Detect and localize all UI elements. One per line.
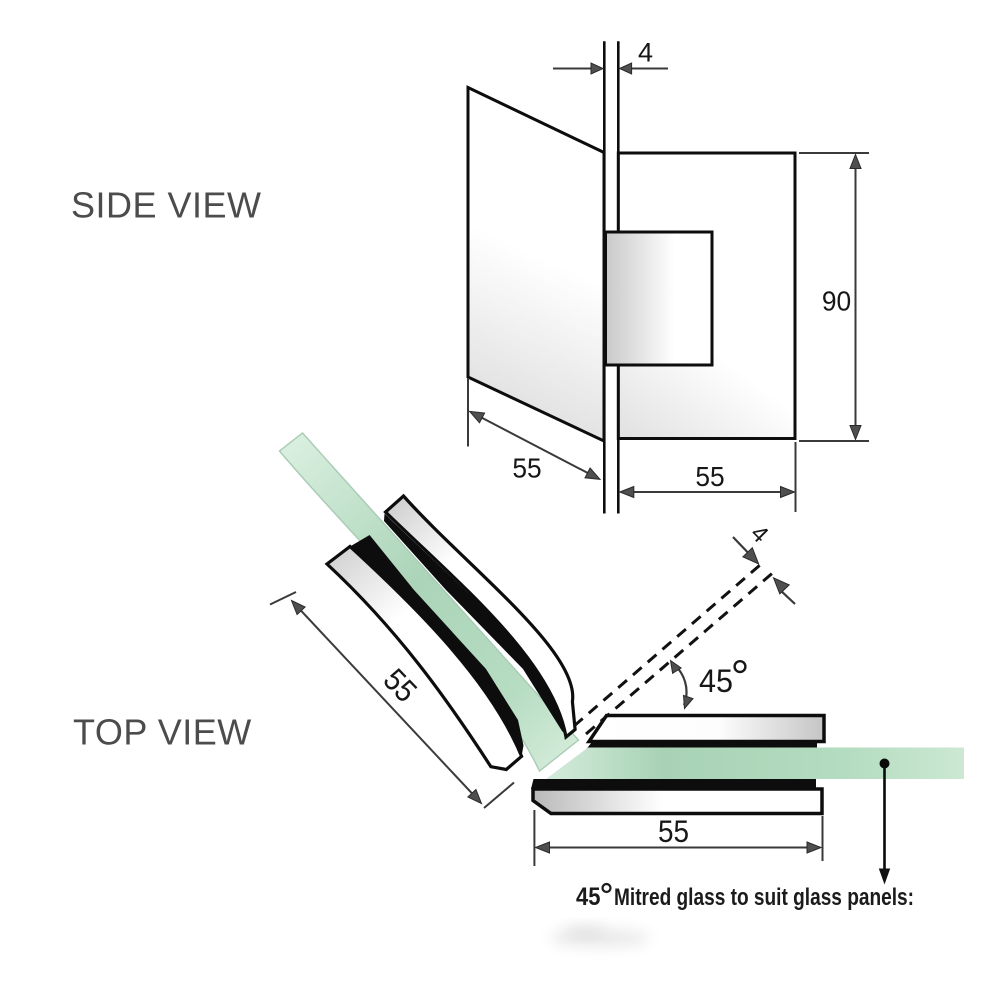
svg-text:4: 4 <box>638 38 653 68</box>
svg-text:55: 55 <box>658 813 689 849</box>
svg-text:Mitred glass to suit glass pan: Mitred glass to suit glass panels: <box>614 884 914 911</box>
svg-text:SIDE VIEW: SIDE VIEW <box>71 185 262 226</box>
svg-text:45: 45 <box>576 883 601 911</box>
svg-text:TOP VIEW: TOP VIEW <box>73 712 252 753</box>
svg-text:55: 55 <box>512 453 541 484</box>
svg-text:45: 45 <box>699 663 733 699</box>
svg-text:55: 55 <box>695 461 724 492</box>
svg-text:90: 90 <box>822 286 851 317</box>
